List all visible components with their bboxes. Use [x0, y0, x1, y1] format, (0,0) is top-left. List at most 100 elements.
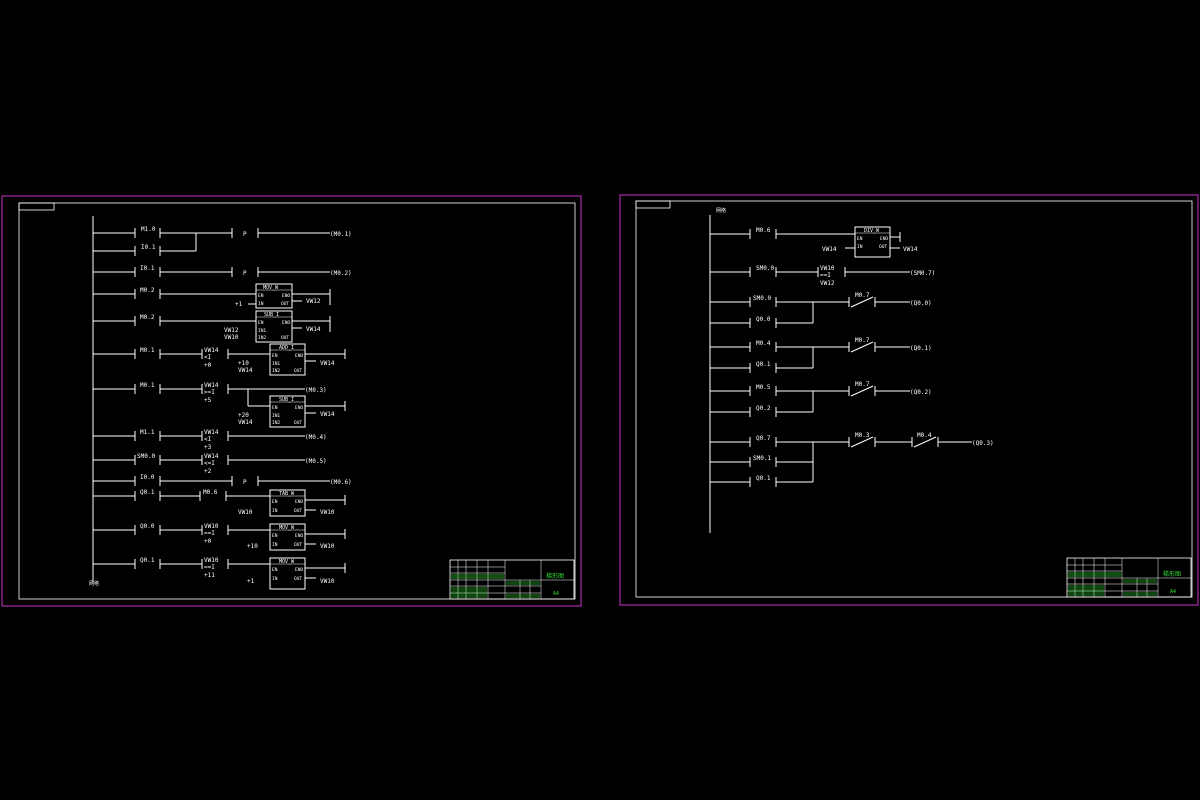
rung: SM0.0 Q0.0 M0.7 (Q0.0): [710, 292, 932, 328]
rung: M1.0 I0.1 P (M0.1): [93, 226, 352, 256]
contact-label: SM0.0: [753, 295, 771, 302]
box-title: MOV_W: [279, 525, 295, 531]
contact-label: M1.0: [141, 226, 156, 233]
rung: I0.1 P (M0.2): [93, 265, 352, 277]
compare-operand: +2: [204, 468, 212, 475]
function-box: [269, 489, 306, 517]
box-output: VW14: [903, 246, 918, 253]
contact-label: I0.1: [140, 265, 155, 272]
function-box: [269, 395, 306, 428]
svg-text:ENO: ENO: [282, 293, 290, 299]
contact-label: Q0.0: [140, 523, 155, 530]
compare-operand: VW14: [204, 453, 219, 460]
rung: SM0.0 VW14 <=I +2 (M0.5): [93, 453, 327, 475]
box-title: MOV_W: [263, 285, 279, 291]
svg-text:OUT: OUT: [281, 301, 289, 307]
svg-text:IN: IN: [272, 576, 278, 582]
contact-label: M0.1: [140, 382, 155, 389]
contact-label: Q0.1: [140, 489, 155, 496]
svg-text:ENO: ENO: [295, 533, 303, 539]
contact-label: M0.5: [756, 384, 771, 391]
contact-label: M0.7: [855, 292, 870, 299]
coil-label: (M0.2): [330, 270, 352, 277]
rung: I0.0 P (M0.6): [93, 474, 352, 486]
contact-label: M0.4: [756, 340, 771, 347]
box-input: +20: [238, 412, 249, 419]
box-title: SUB_I: [264, 312, 279, 318]
sheet-1-bottom-label: 网络: [89, 580, 99, 587]
svg-text:IN: IN: [272, 542, 278, 548]
function-box: [854, 226, 891, 258]
pulse-label: P: [243, 231, 247, 238]
contact-label: Q0.1: [756, 361, 771, 368]
compare-operand: +3: [204, 444, 212, 451]
rung: SM0.0 VW10 ==I VW12 (SM0.7): [710, 265, 935, 287]
box-input: VW14: [822, 246, 837, 253]
compare-operator: <I: [204, 436, 212, 443]
box-output: VW12: [306, 298, 321, 305]
svg-text:OUT: OUT: [294, 420, 302, 426]
svg-text:EN: EN: [258, 320, 264, 326]
compare-operator: ==I: [820, 272, 831, 279]
compare-operand: VW14: [204, 429, 219, 436]
compare-operator: ==I: [204, 530, 215, 537]
svg-text:OUT: OUT: [294, 576, 302, 582]
box-output: VW14: [320, 411, 335, 418]
contact-label: M0.7: [855, 381, 870, 388]
contact-label: SM0.1: [753, 455, 771, 462]
coil-label: (Q0.3): [972, 440, 994, 447]
svg-text:OUT: OUT: [281, 335, 289, 341]
rung: M0.5 Q0.2 M0.7 (Q0.2): [710, 381, 932, 417]
function-box: [255, 310, 293, 343]
coil-label: (M0.3): [305, 387, 327, 394]
svg-text:IN2: IN2: [272, 368, 280, 374]
coil-label: (Q0.0): [910, 300, 932, 307]
compare-operand: VW10: [820, 265, 835, 272]
contact-label: I0.1: [141, 244, 156, 251]
contact-label: I0.0: [140, 474, 155, 481]
box-input: +1: [247, 578, 255, 585]
box-output: VW14: [306, 326, 321, 333]
sheet-2-top-label: 网络: [716, 207, 726, 214]
coil-label: (M0.5): [305, 458, 327, 465]
contact-label: Q0.0: [756, 316, 771, 323]
svg-text:IN1: IN1: [258, 328, 266, 334]
svg-text:OUT: OUT: [294, 542, 302, 548]
contact-label: M0.6: [756, 227, 771, 234]
compare-operator: <=I: [204, 460, 215, 467]
svg-text:IN1: IN1: [272, 361, 280, 367]
title-block-name: 梯形图: [546, 572, 564, 580]
svg-text:ENO: ENO: [295, 353, 303, 359]
compare-operand: VW10: [204, 557, 219, 564]
contact-label: M0.6: [203, 489, 218, 496]
contact-label: Q0.1: [756, 475, 771, 482]
coil-label: (M0.1): [330, 231, 352, 238]
coil-label: (Q0.1): [910, 345, 932, 352]
box-output: VW14: [320, 360, 335, 367]
svg-text:IN: IN: [857, 244, 863, 250]
sheet-1-corner-tab: [18, 202, 55, 211]
compare-operand: VW12: [820, 280, 835, 287]
svg-text:IN1: IN1: [272, 413, 280, 419]
svg-text:IN2: IN2: [272, 420, 280, 426]
box-title: SUB_I: [279, 397, 294, 403]
box-title: MOV_W: [279, 559, 295, 565]
svg-text:ENO: ENO: [282, 320, 290, 326]
svg-text:ENO: ENO: [295, 405, 303, 411]
contact-label: M0.3: [855, 432, 870, 439]
coil-label: (M0.6): [330, 479, 352, 486]
svg-text:ENO: ENO: [295, 567, 303, 573]
svg-text:IN: IN: [272, 508, 278, 514]
pulse-label: P: [243, 270, 247, 277]
contact-label: M0.7: [855, 337, 870, 344]
rung: Q0.7 SM0.1 Q0.1 M0.3 M0.4 (Q0.3): [710, 432, 994, 487]
contact-label: Q0.2: [756, 405, 771, 412]
